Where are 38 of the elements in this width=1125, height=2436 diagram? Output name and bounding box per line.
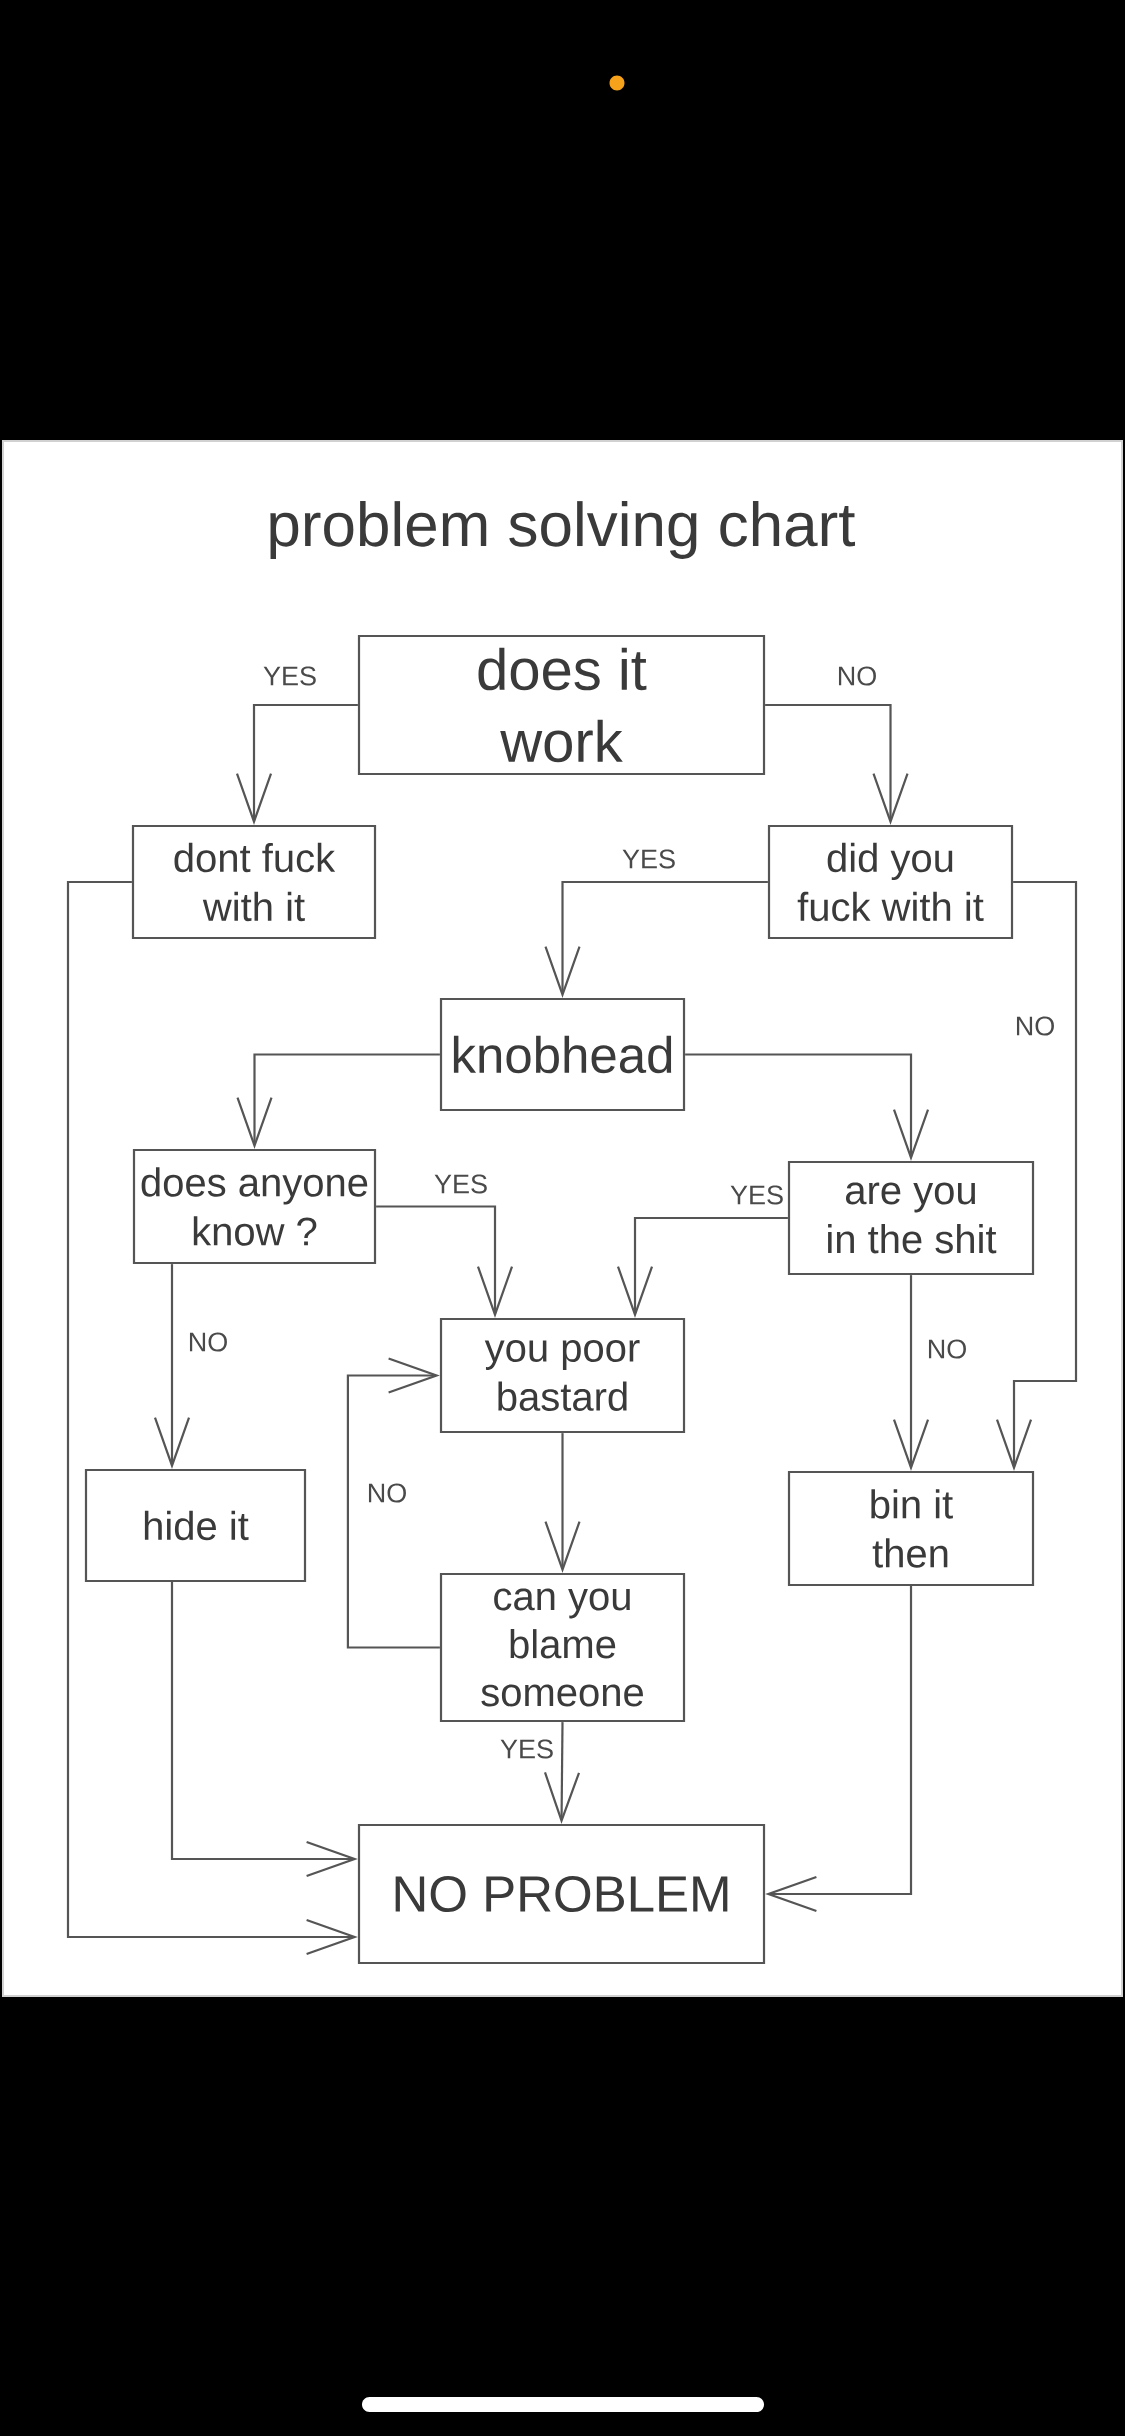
arrow [170, 1582, 358, 1878]
edge-label: YES [261, 664, 319, 688]
edge-label: NO [924, 1337, 970, 1361]
arrow [66, 880, 358, 1956]
chart-title: problem solving chart [270, 501, 855, 559]
flowchart-box: you poor bastard [439, 1317, 686, 1434]
arrow [685, 1053, 930, 1161]
flowchart-box: knobhead [439, 997, 686, 1112]
arrow [765, 703, 909, 825]
arrow [235, 703, 358, 825]
arrow [153, 1264, 191, 1469]
flowchart-box: NO PROBLEM [357, 1823, 766, 1965]
flowchart-box: does anyone know ? [132, 1148, 377, 1265]
edge-label: YES [432, 1172, 490, 1196]
arrow [544, 880, 768, 998]
arrow [236, 1053, 440, 1149]
flowchart-box: did you fuck with it [767, 824, 1014, 940]
arrow [376, 1205, 514, 1318]
flowchart-box: hide it [84, 1468, 307, 1583]
arrow [892, 1275, 930, 1471]
edge-label: YES [498, 1737, 556, 1761]
arrow [616, 1216, 788, 1318]
flowchart-box: can you blame someone [439, 1572, 686, 1723]
edge-label: NO [364, 1481, 410, 1505]
arrow [544, 1433, 581, 1573]
edge-label: YES [728, 1183, 786, 1207]
flowchart-box: are you in the shit [787, 1160, 1035, 1276]
edge-label: NO [1012, 1014, 1058, 1038]
edge-label: YES [620, 847, 678, 871]
edge-label: NO [185, 1330, 231, 1354]
arrow [765, 1586, 913, 1913]
flowchart-box: dont fuck with it [131, 824, 377, 940]
arrow [346, 1357, 440, 1649]
flowchart-box: does it work [357, 634, 766, 776]
flowchart-box: bin it then [787, 1470, 1035, 1587]
edge-label: NO [834, 664, 880, 688]
arrow [995, 880, 1078, 1471]
arrow [543, 1722, 581, 1824]
